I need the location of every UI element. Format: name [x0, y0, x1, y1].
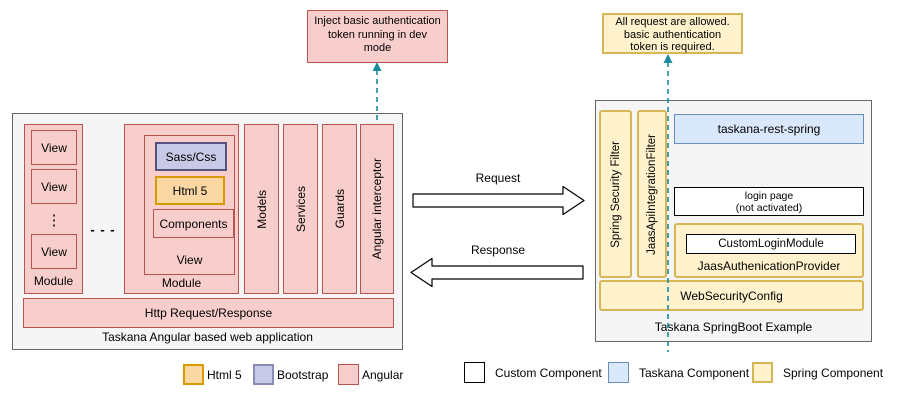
services-column: Services: [283, 124, 318, 294]
response-label: Response: [470, 243, 526, 257]
module-label: Module: [161, 276, 202, 290]
legend-label: Taskana Component: [639, 365, 750, 380]
sass-css-box: Sass/Css: [155, 142, 227, 171]
legend-item-spring: Spring Component: [752, 362, 883, 383]
models-column: Models: [244, 124, 279, 294]
html5-swatch: [183, 364, 204, 385]
request-label: Request: [475, 171, 521, 185]
vertical-ellipsis: ⋮: [46, 212, 62, 229]
view-box: View: [31, 234, 77, 269]
legend-label: Bootstrap: [277, 367, 329, 382]
legend-label: Custom Component: [495, 365, 602, 380]
angular-interceptor-column: Angular interceptor: [360, 124, 394, 294]
custom-login-module-box: CustomLoginModule: [686, 234, 856, 254]
horizontal-ellipsis: - - -: [90, 221, 116, 237]
note-line: basic authentication: [623, 28, 722, 41]
note-line: mode: [363, 42, 392, 54]
angular-app-container: View View ⋮ View Module - - - Sass/Css H…: [12, 113, 403, 350]
filter-label: JaasApiIntegrationFilter: [646, 133, 658, 255]
request-arrow: [412, 185, 585, 216]
bootstrap-swatch: [253, 364, 274, 385]
note-line: token running in dev: [327, 28, 428, 41]
module-label: Module: [33, 274, 74, 288]
legend-item-angular: Angular: [338, 364, 403, 385]
jaas-authentication-provider-box: CustomLoginModule JaasAuthenicationProvi…: [674, 223, 864, 278]
angular-app-title: Taskana Angular based web application: [102, 330, 313, 344]
guards-column: Guards: [322, 124, 357, 294]
legend-item-html5: Html 5: [183, 364, 242, 385]
dev-token-note: Inject basic authentication token runnin…: [307, 10, 448, 63]
module-2: Sass/Css Html 5 Components View Module: [124, 124, 239, 294]
column-label: Services: [293, 185, 308, 232]
view-label: View: [176, 253, 203, 267]
legend-item-taskana: Taskana Component: [608, 362, 749, 383]
jaas-api-integration-filter: JaasApiIntegrationFilter: [637, 110, 667, 278]
note-line: All request are allowed.: [615, 16, 730, 28]
components-box: Components: [153, 209, 234, 238]
angular-swatch: [338, 364, 359, 385]
dev-token-connector-arrowhead: [372, 62, 382, 71]
auth-note-connector-arrowhead: [663, 54, 673, 63]
legend-label: Html 5: [207, 367, 242, 382]
taskana-component-swatch: [608, 362, 629, 383]
web-security-config-box: WebSecurityConfig: [599, 280, 864, 311]
provider-label: JaasAuthenicationProvider: [697, 259, 841, 273]
column-label: Angular interceptor: [370, 158, 384, 260]
note-line: token is required.: [630, 41, 715, 53]
legend-item-bootstrap: Bootstrap: [253, 364, 328, 385]
login-page-line: login page: [744, 189, 794, 202]
taskana-rest-spring-box: taskana-rest-spring: [674, 114, 864, 144]
springboot-title: Taskana SpringBoot Example: [654, 320, 813, 334]
legend-label: Spring Component: [783, 365, 884, 380]
legend-label: Angular: [362, 367, 404, 382]
view-box: View: [31, 130, 77, 165]
column-label: Models: [254, 189, 269, 229]
column-label: Guards: [332, 189, 347, 229]
spring-component-swatch: [752, 362, 773, 383]
springboot-container: Spring Security Filter JaasApiIntegratio…: [595, 100, 872, 342]
login-page-line: (not activated): [735, 201, 803, 214]
auth-required-note: All request are allowed. basic authentic…: [602, 13, 743, 54]
spring-security-filter: Spring Security Filter: [599, 110, 632, 278]
view-box: View: [31, 169, 77, 204]
note-line: Inject basic authentication: [314, 15, 441, 27]
http-request-response-bar: Http Request/Response: [23, 298, 394, 328]
legend-item-custom: Custom Component: [464, 362, 602, 383]
view-container: Sass/Css Html 5 Components View: [144, 135, 235, 275]
response-arrow: [410, 257, 584, 288]
module-1: View View ⋮ View Module: [24, 124, 83, 294]
filter-label: Spring Security Filter: [609, 140, 622, 248]
login-page-box: login page (not activated): [674, 187, 864, 216]
html5-box: Html 5: [155, 176, 225, 205]
custom-component-swatch: [464, 362, 485, 383]
